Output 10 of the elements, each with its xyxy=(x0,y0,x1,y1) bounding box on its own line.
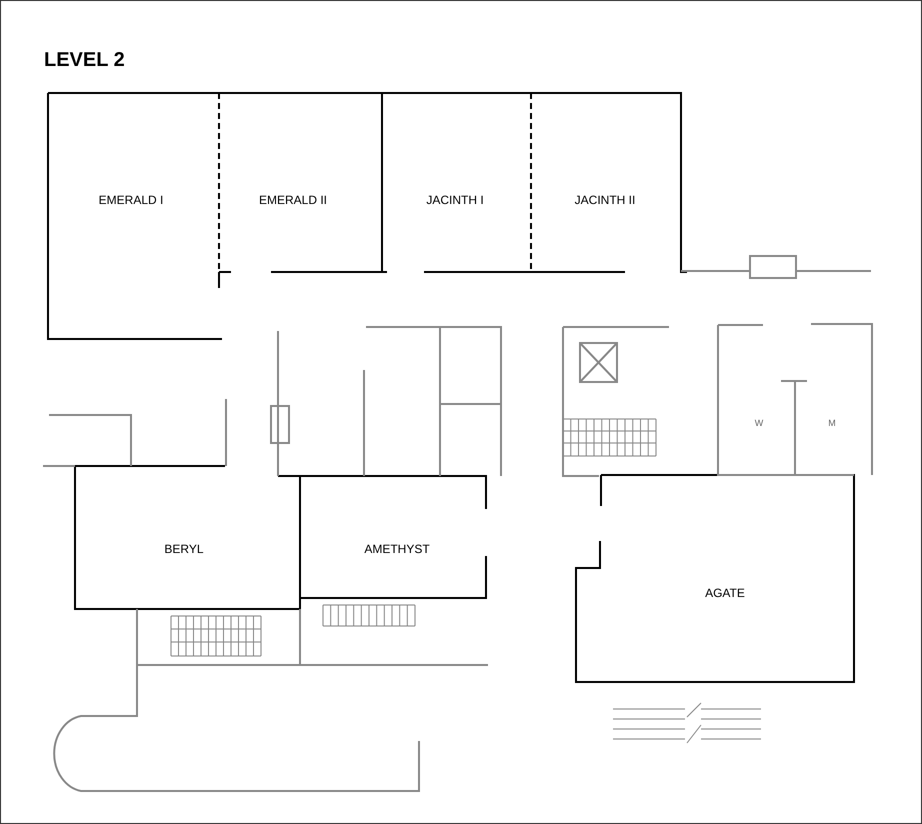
room-name: AGATE xyxy=(705,586,745,600)
room-name: EMERALD I xyxy=(98,193,164,207)
room-name: AMETHYST xyxy=(364,542,430,556)
room-name: JACINTH II xyxy=(574,193,636,207)
room-name: EMERALD II xyxy=(258,193,327,207)
floor-title: LEVEL 2 xyxy=(44,49,125,72)
room-name: BERYL xyxy=(164,542,204,556)
restroom-label: W xyxy=(754,418,764,428)
room-name: JACINTH I xyxy=(426,193,484,207)
restroom-label: M xyxy=(828,418,836,428)
